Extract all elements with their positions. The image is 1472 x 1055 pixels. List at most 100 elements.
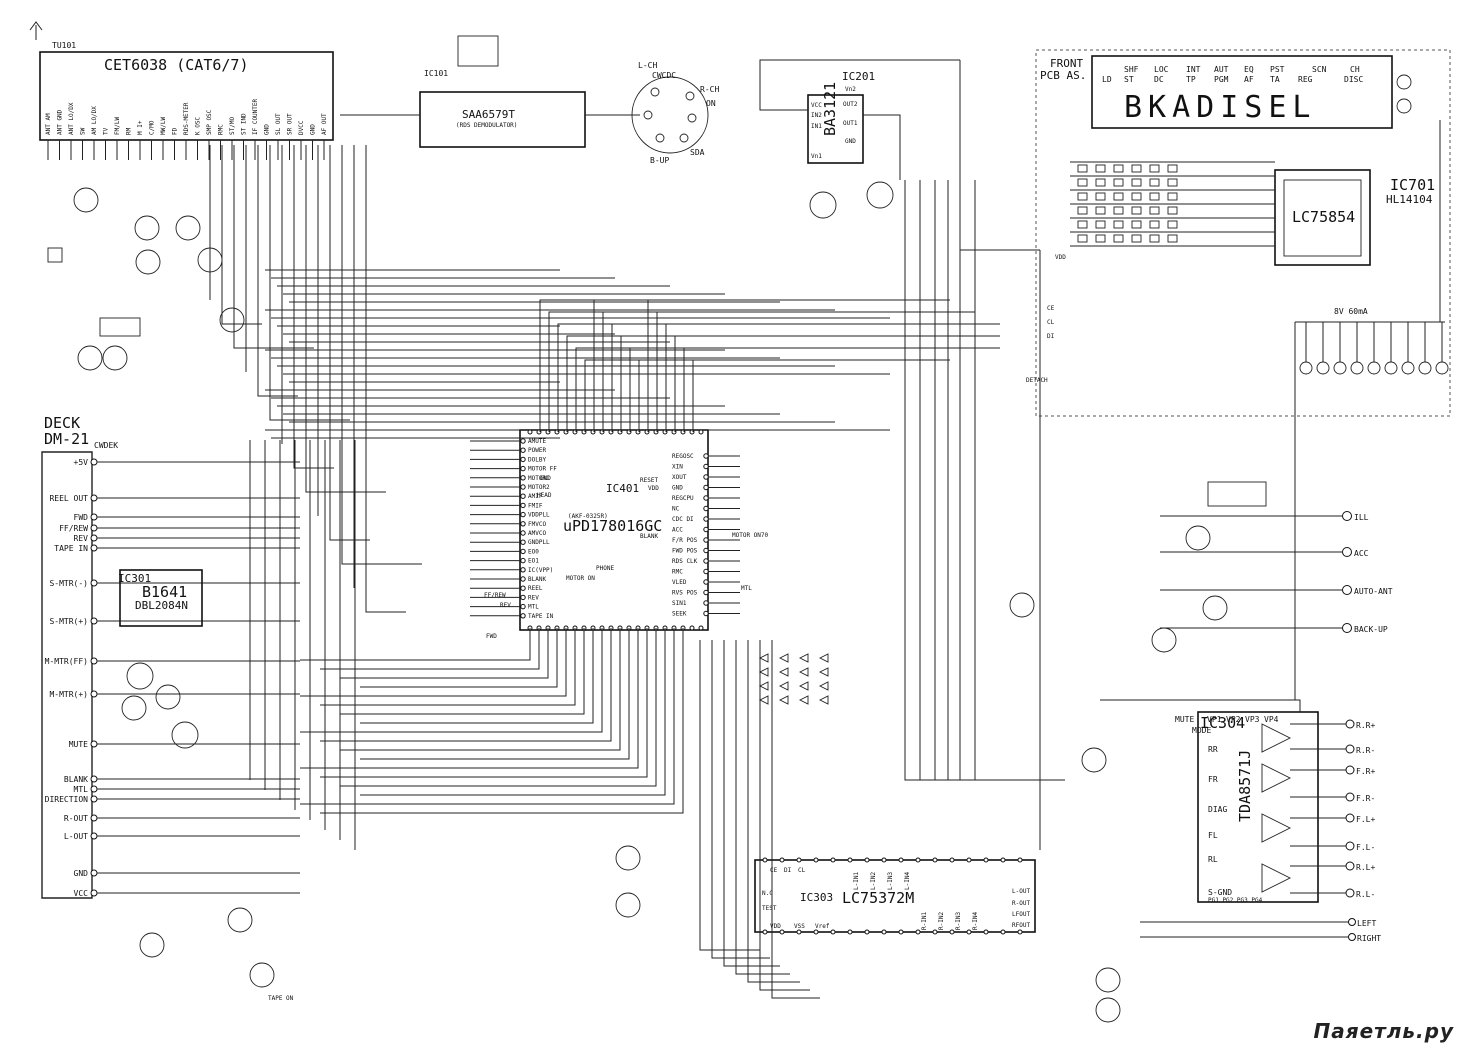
deck-terminal-label: M-MTR(+) xyxy=(49,690,88,699)
front-subtitle: PCB AS. xyxy=(1040,69,1086,82)
ic304-pin-label: VP3 xyxy=(1245,715,1260,724)
tuner-pin-label: SR OUT xyxy=(287,113,294,135)
key-switch xyxy=(1131,206,1142,215)
display-indicator-label: TP xyxy=(1186,75,1196,84)
ic401-left-pin: TAPE IN xyxy=(528,613,554,620)
key-switch xyxy=(1149,206,1160,215)
ic303-pin: RFOUT xyxy=(1012,922,1030,929)
fwd-label: FWD xyxy=(486,633,497,640)
ic304-ref: IC304 xyxy=(1200,714,1245,732)
ic301-alt: DBL2084N xyxy=(135,599,188,612)
signal-detach: DETACH xyxy=(1026,377,1048,384)
ic401-motor-on: MOTOR ON xyxy=(566,575,595,582)
ic303-pin: L-IN3 xyxy=(887,872,894,890)
display-indicator-label: AF xyxy=(1244,75,1254,84)
ic303-pin: L-IN2 xyxy=(870,872,877,890)
deck-terminal-label: MUTE xyxy=(69,740,88,749)
ic303-pin: N.C xyxy=(762,890,773,897)
ic401-right-pin: F/R POS xyxy=(672,537,698,544)
ic303-ref: IC303 xyxy=(800,891,833,904)
front-title: FRONT xyxy=(1050,57,1083,70)
ic201-pin-gnd: GND xyxy=(845,138,856,145)
ic304-pin-label: RR xyxy=(1208,745,1218,754)
ic304-pin-label: VP2 xyxy=(1226,715,1241,724)
ic201-pin-in2: IN2 xyxy=(811,112,822,119)
cdc-bup: B-UP xyxy=(650,156,669,165)
key-switch xyxy=(1167,164,1178,173)
deck-terminal-label: DIRECTION xyxy=(45,795,89,804)
ic101-ref: IC101 xyxy=(424,69,448,78)
key-switch xyxy=(1095,220,1106,229)
ic303-pin: R-IN2 xyxy=(938,912,945,930)
ic101-block: IC101 SAA6579T (RDS DEMODULATOR) xyxy=(419,35,586,148)
display-indicator-label: SCN xyxy=(1312,65,1327,74)
deck-terminal xyxy=(90,494,98,502)
tuner-pin-label: FM/LW xyxy=(114,117,121,135)
ic201-pin-out1: OUT1 xyxy=(843,120,858,127)
ic701-ref: IC701 xyxy=(1390,176,1435,194)
deck-terminal xyxy=(90,775,98,783)
ic401-right-pin: REGCPU xyxy=(672,495,694,502)
tuner-pin-label: GND xyxy=(264,124,271,135)
led-indicator xyxy=(1435,361,1449,375)
ic201-box xyxy=(807,94,864,164)
key-switch xyxy=(1077,234,1088,243)
ic401-left-pin: REV xyxy=(528,594,539,601)
tuner-pin-label: IF COUNTER xyxy=(252,98,259,135)
key-switch xyxy=(1095,192,1106,201)
ic303-pin: VSS xyxy=(794,923,805,930)
ic401-right-pin: SEEK xyxy=(672,611,687,618)
ic401-left-pin: VDDPLL xyxy=(528,512,550,519)
ic304-pin-label: VP1 xyxy=(1207,715,1222,724)
deck-terminal xyxy=(90,690,98,698)
deck-terminal-label: REV xyxy=(74,534,89,543)
ic303-pin: CL xyxy=(798,867,806,874)
ic303-pin: L-OUT xyxy=(1012,888,1030,895)
ic303-box xyxy=(754,859,1036,933)
tuner-pin-label: RMC xyxy=(218,124,225,135)
tuner-ref: TU101 xyxy=(52,41,76,50)
tuner-pin-label: SMP OSC xyxy=(206,109,213,135)
key-switch xyxy=(1131,234,1142,243)
ic401-vdd: VDD xyxy=(648,485,659,492)
ic201-part: BA3121 xyxy=(821,82,839,136)
ic401-left-pin: AMIF xyxy=(528,493,543,500)
tuner-part: CET6038 (CAT6/7) xyxy=(104,56,249,74)
ic301-part: B1641 xyxy=(142,583,187,601)
ic701-alt: HL14104 xyxy=(1386,193,1433,206)
ic401-ref: IC401 xyxy=(606,482,639,495)
ic401-right-pin: XIN xyxy=(672,464,683,471)
deck-terminal-label: +5V xyxy=(74,458,89,467)
signal-di: DI xyxy=(1047,333,1055,340)
ic303-pin: R-OUT xyxy=(1012,900,1030,907)
ic304-pin-label: DIAG xyxy=(1208,805,1227,814)
led-indicator xyxy=(1384,361,1398,375)
display-indicator-label: PGM xyxy=(1214,75,1229,84)
ic401-left-pin: GNDPLL xyxy=(528,539,550,546)
deck-terminal xyxy=(90,458,98,466)
power-terminal xyxy=(1342,547,1352,557)
key-switch xyxy=(1149,220,1160,229)
key-switch xyxy=(1167,206,1178,215)
display-indicator-label: SHF xyxy=(1124,65,1139,74)
deck-terminal xyxy=(90,869,98,877)
speaker-terminal xyxy=(1345,841,1355,851)
ic304-pin-label: FL xyxy=(1208,831,1218,840)
key-switch xyxy=(1131,220,1142,229)
deck-terminal xyxy=(90,740,98,748)
power-terminal-label: ACC xyxy=(1354,549,1369,558)
deck-outline xyxy=(41,451,93,899)
key-switch xyxy=(1131,192,1142,201)
deck-terminal-label: TAPE IN xyxy=(54,544,88,553)
speaker-terminal-label: R.L- xyxy=(1356,890,1375,899)
power-terminal-label: BACK-UP xyxy=(1354,625,1388,634)
deck-model: DM-21 xyxy=(44,430,89,448)
display-indicator-label: LD xyxy=(1102,75,1112,84)
led-indicator xyxy=(1333,361,1347,375)
ic401-left-pin: EO0 xyxy=(528,548,539,555)
antenna-icon xyxy=(29,21,43,40)
